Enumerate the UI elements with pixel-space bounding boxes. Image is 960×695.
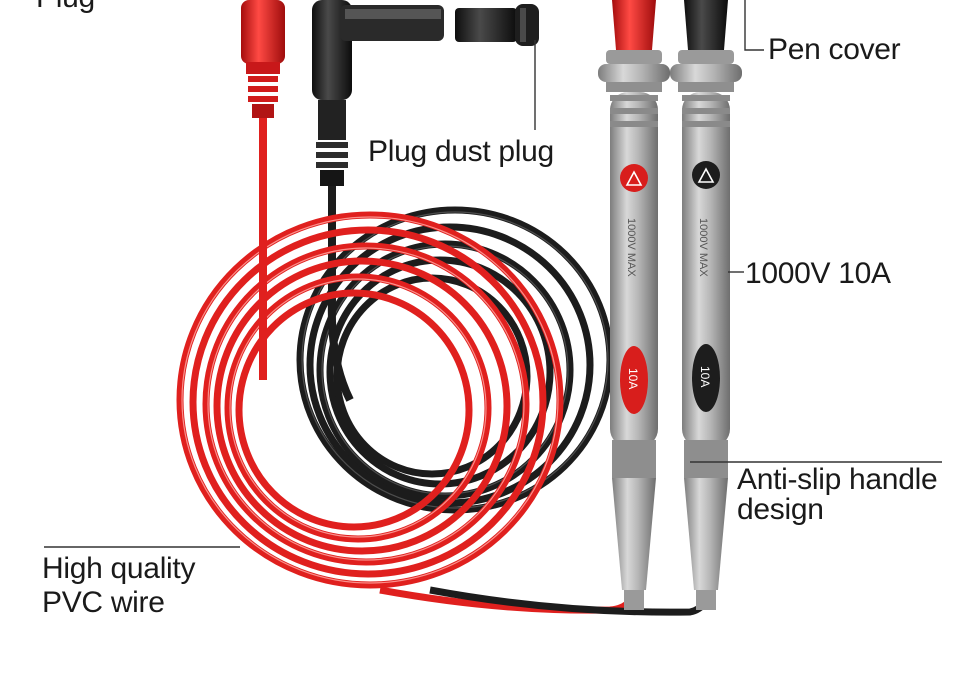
dust-plug — [455, 4, 539, 46]
red-probe-voltage-mark: 1000V MAX — [625, 218, 637, 277]
anti-slip-label-line2: design — [737, 493, 824, 526]
red-banana-plug — [241, 0, 285, 118]
anti-slip-label-line1: Anti-slip handle — [737, 463, 938, 496]
black-test-probe — [670, 0, 742, 610]
pvc-wire-label-line2: PVC wire — [42, 586, 165, 619]
rating-label: 1000V 10A — [745, 257, 891, 290]
plug-dust-plug-label: Plug dust plug — [368, 135, 554, 168]
black-probe-current-mark: 10A — [698, 366, 712, 387]
callout-lines — [44, 0, 942, 548]
red-probe-current-mark: 10A — [626, 368, 640, 389]
black-probe-voltage-mark: 1000V MAX — [697, 218, 709, 277]
red-wire-coil — [176, 211, 564, 589]
red-test-probe — [598, 0, 670, 610]
pvc-wire-label-line1: High quality — [42, 552, 196, 585]
black-wire-lead — [327, 185, 354, 402]
plug-label: Plug — [36, 0, 95, 14]
black-right-angle-plug — [312, 0, 444, 186]
pen-cover-label: Pen cover — [768, 33, 901, 66]
